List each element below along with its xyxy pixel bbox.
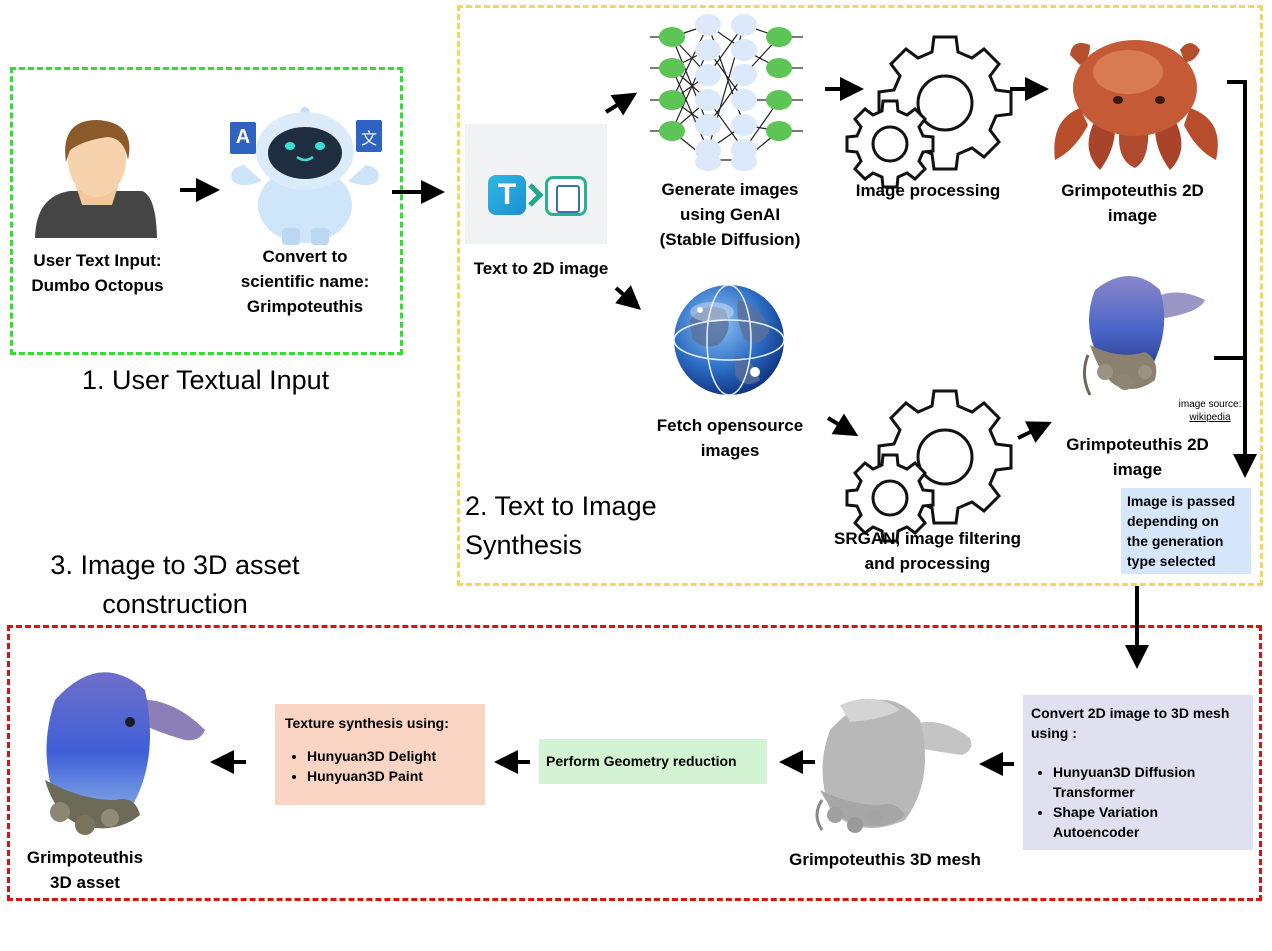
asset-label: Grimpoteuthis 3D asset	[26, 848, 144, 892]
image-source-text: image source: wikipedia	[1165, 398, 1255, 424]
convert-note: Convert 2D image to 3D mesh using : Huny…	[1023, 695, 1253, 850]
translate-a-icon: A	[235, 126, 251, 148]
section-3-frame	[7, 625, 1262, 901]
texture-item-2: Hunyuan3D Paint	[307, 766, 475, 786]
t-logo-letter: T	[497, 178, 517, 211]
section-2-frame	[457, 5, 1263, 586]
srgan-label: SRGAN, image filtering and processing	[833, 529, 1022, 573]
image-processing-label: Image processing	[855, 181, 1001, 200]
section-1-frame	[10, 67, 403, 355]
output-top-label: Grimpoteuthis 2D image	[1061, 181, 1204, 225]
convert-note-list: Hunyuan3D Diffusion Transformer Shape Va…	[1031, 762, 1245, 842]
output-bottom-label: Grimpoteuthis 2D image	[1066, 435, 1209, 479]
texture-list: Hunyuan3D Delight Hunyuan3D Paint	[285, 746, 475, 786]
user-input-label: User Text Input: Dumbo Octopus	[31, 251, 164, 295]
fetch-images-label: Fetch opensource images	[656, 416, 804, 460]
t-logo-icon: T	[488, 175, 526, 215]
image-source-link[interactable]: wikipedia	[1189, 412, 1231, 423]
geometry-reduction-box: Perform Geometry reduction	[539, 739, 767, 784]
convert-item-2: Shape Variation Autoencoder	[1053, 802, 1245, 842]
genai-label: Generate images using GenAI (Stable Diff…	[659, 180, 801, 249]
mesh-label: Grimpoteuthis 3D mesh	[789, 850, 981, 869]
text-to-image-label: Text to 2D image	[473, 259, 609, 278]
section-3-title: 3. Image to 3D asset construction	[50, 550, 300, 619]
convert-note-title: Convert 2D image to 3D mesh using :	[1031, 705, 1230, 741]
texture-item-1: Hunyuan3D Delight	[307, 746, 475, 766]
section-1-title: 1. User Textual Input	[82, 365, 330, 395]
convert-item-1: Hunyuan3D Diffusion Transformer	[1053, 762, 1245, 802]
translate-b-icon: 文	[360, 129, 377, 148]
robot-label: Convert to scientific name: Grimpoteuthi…	[240, 247, 370, 316]
texture-synthesis-box: Texture synthesis using: Hunyuan3D Delig…	[275, 704, 485, 805]
image-doc-icon	[545, 176, 587, 216]
section-2-title: 2. Text to Image Synthesis	[465, 491, 657, 560]
image-source-prefix: image source:	[1178, 399, 1242, 410]
pass-note: Image is passed depending on the generat…	[1121, 488, 1251, 574]
texture-title: Texture synthesis using:	[285, 715, 449, 731]
